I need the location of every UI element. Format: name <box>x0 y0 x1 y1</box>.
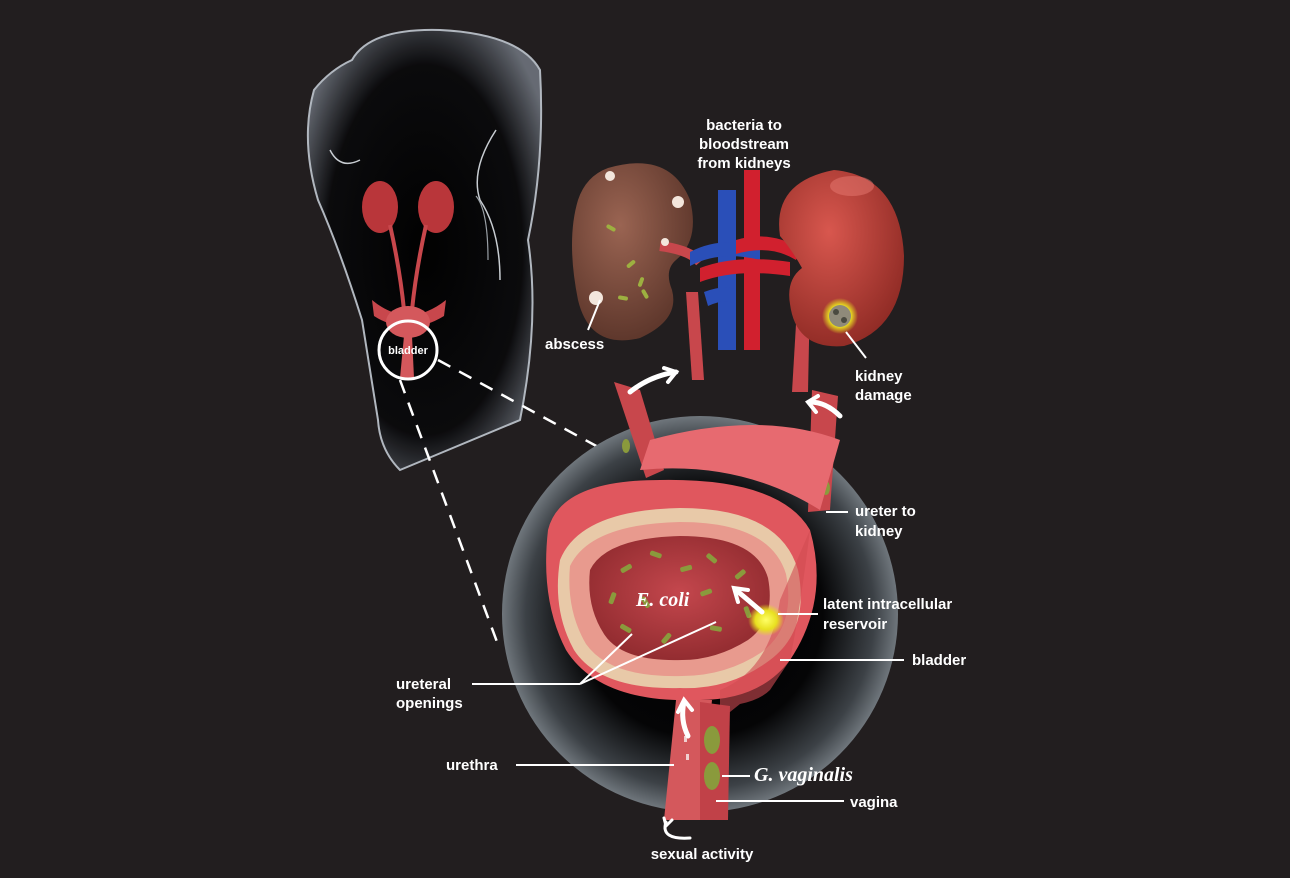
ureteral-label-2: openings <box>396 695 463 712</box>
healthy-kidney <box>779 170 904 347</box>
abscess-label: abscess <box>545 336 604 353</box>
body-bladder-label: bladder <box>388 345 428 357</box>
kidney-damage-label-1: kidney <box>855 368 903 385</box>
bacteria-label-1: bacteria to <box>706 117 782 134</box>
sexual-activity-label: sexual activity <box>651 846 754 863</box>
reservoir-arrow <box>733 587 765 615</box>
bacteria-label-2: bloodstream <box>699 136 789 153</box>
latent-reservoir-flash <box>748 604 784 636</box>
ascending-arrow-left <box>627 369 679 395</box>
flow-arrows <box>627 366 843 840</box>
bacteria-label-3: from kidneys <box>697 155 790 172</box>
bladder-highlight-circle <box>377 319 439 381</box>
bladder-label: bladder <box>912 652 966 669</box>
blood-vessels <box>690 170 800 350</box>
latent-label-1: latent intracellular <box>823 596 952 613</box>
labels: bacteria to bloodstream from kidneys abs… <box>396 117 966 863</box>
kidney-damage-label-2: damage <box>855 387 912 404</box>
urethra-label: urethra <box>446 757 498 774</box>
bladder-cutaway <box>546 425 840 720</box>
latent-label-2: reservoir <box>823 616 887 633</box>
ureter-label-2: kidney <box>855 523 903 540</box>
urethra-vagina <box>664 700 730 820</box>
ureter-label-1: ureter to <box>855 503 916 520</box>
ecoli-bacteria <box>608 550 752 644</box>
ecoli-label: E. coli <box>635 589 690 611</box>
gvaginalis-label: G. vaginalis <box>754 764 853 786</box>
zoom-lines <box>398 358 601 651</box>
ureteral-label-1: ureteral <box>396 676 451 693</box>
leader-lines <box>472 299 904 802</box>
infected-kidney <box>572 163 704 341</box>
vagina-label: vagina <box>850 794 898 811</box>
body-silhouette <box>306 28 543 472</box>
ascending-arrow-right <box>807 399 843 419</box>
